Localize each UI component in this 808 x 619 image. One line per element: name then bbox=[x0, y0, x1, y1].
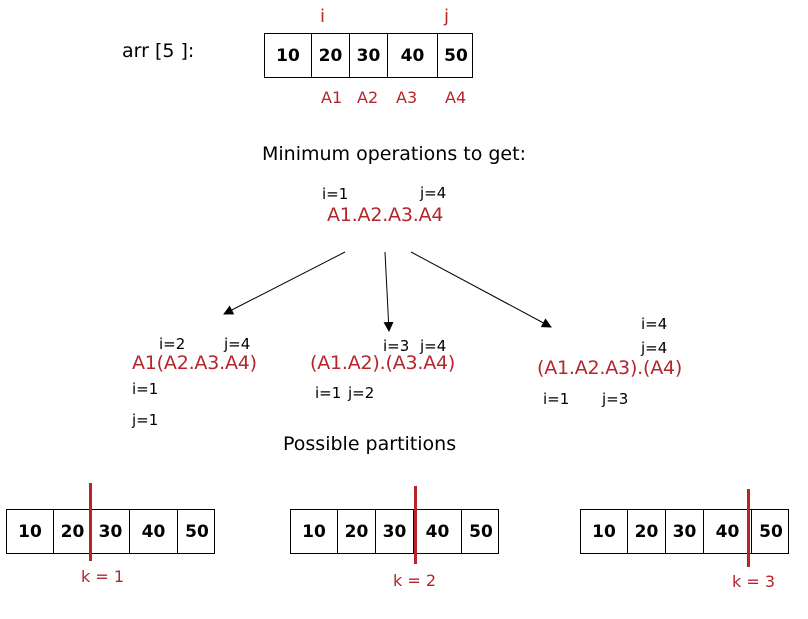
partition-array-1: 10 20 30 40 50 bbox=[6, 509, 215, 554]
partition-array-3: 10 20 30 40 50 bbox=[580, 509, 789, 554]
partition-cell: 30 bbox=[665, 510, 703, 553]
arrow-to-child-2 bbox=[383, 251, 394, 332]
array-cell: 10 bbox=[276, 45, 300, 66]
partition-cell: 10 bbox=[592, 521, 616, 542]
partition-cell: 50 bbox=[461, 510, 500, 553]
root-expression: A1.A2.A3.A4 bbox=[327, 204, 444, 226]
partition-cell: 20 bbox=[337, 510, 375, 553]
arr-label: arr [5 ]: bbox=[122, 40, 195, 62]
partition-cell: 20 bbox=[53, 510, 91, 553]
index-j-marker: j bbox=[444, 6, 450, 27]
partition-1-k-label: k = 1 bbox=[81, 567, 125, 586]
child-2-sub-i: i=1 bbox=[315, 384, 342, 402]
partition-cell: 50 bbox=[751, 510, 790, 553]
partitions-title: Possible partitions bbox=[283, 433, 457, 455]
root-j-label: j=4 bbox=[420, 184, 447, 202]
child-3-expression: (A1.A2.A3).(A4) bbox=[537, 357, 683, 379]
partition-cell: 50 bbox=[177, 510, 216, 553]
array-cell: 30 bbox=[349, 34, 387, 77]
arrow-to-child-3 bbox=[410, 251, 552, 328]
child-3-sub-j: j=3 bbox=[602, 390, 629, 408]
partition-3-k-label: k = 3 bbox=[732, 572, 776, 591]
child-1-expression: A1(A2.A3.A4) bbox=[132, 352, 257, 374]
partition-split-line-3 bbox=[747, 489, 750, 567]
partition-array-2: 10 20 30 40 50 bbox=[290, 509, 499, 554]
root-i-label: i=1 bbox=[322, 185, 349, 203]
child-2-i-label: i=3 bbox=[383, 337, 410, 355]
matrix-name: A3 bbox=[396, 88, 418, 107]
partition-split-line-1 bbox=[89, 483, 92, 561]
partition-cell: 10 bbox=[302, 521, 326, 542]
matrix-name: A4 bbox=[445, 88, 467, 107]
partition-cell: 30 bbox=[375, 510, 413, 553]
partition-split-line-2 bbox=[414, 486, 417, 564]
child-1-j-label: j=4 bbox=[224, 335, 251, 353]
child-3-j-label: j=4 bbox=[641, 339, 668, 357]
child-1-sub-j: j=1 bbox=[132, 411, 159, 429]
child-1-i-label: i=2 bbox=[159, 335, 186, 353]
partition-2-k-label: k = 2 bbox=[393, 571, 437, 590]
partition-cell: 20 bbox=[627, 510, 665, 553]
partition-cell: 40 bbox=[413, 510, 461, 553]
subtitle: Minimum operations to get: bbox=[262, 143, 526, 165]
arrow-to-child-1 bbox=[223, 251, 346, 315]
index-i-marker: i bbox=[320, 6, 326, 27]
child-3-i-label: i=4 bbox=[641, 315, 668, 333]
matrix-name: A1 bbox=[321, 88, 343, 107]
matrix-name: A2 bbox=[357, 88, 379, 107]
partition-cell: 40 bbox=[703, 510, 751, 553]
child-2-sub-j: j=2 bbox=[348, 384, 375, 402]
child-2-expression: (A1.A2).(A3.A4) bbox=[310, 352, 456, 374]
partition-cell: 30 bbox=[91, 510, 129, 553]
array-cell: 40 bbox=[387, 34, 437, 77]
array-cell: 50 bbox=[437, 34, 474, 77]
child-2-j-label: j=4 bbox=[420, 337, 447, 355]
child-1-sub-i: i=1 bbox=[132, 380, 159, 398]
partition-cell: 10 bbox=[18, 521, 42, 542]
array-cell: 20 bbox=[311, 34, 349, 77]
main-array: 10 20 30 40 50 bbox=[264, 33, 473, 78]
partition-cell: 40 bbox=[129, 510, 177, 553]
child-3-sub-i: i=1 bbox=[543, 390, 570, 408]
